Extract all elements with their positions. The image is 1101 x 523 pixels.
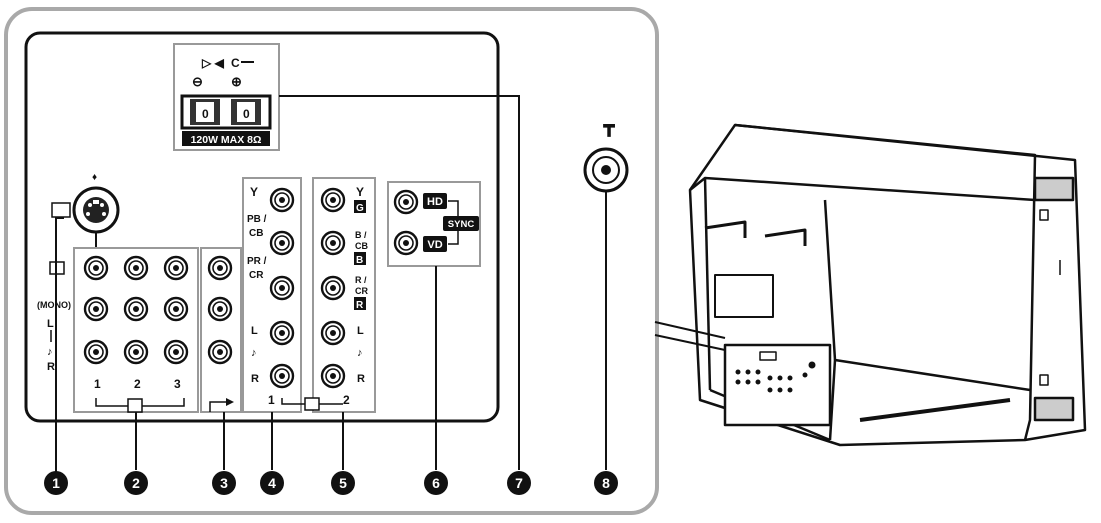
left-l-label: L — [47, 318, 54, 330]
vd-label: VD — [427, 239, 442, 251]
svg-text:2: 2 — [132, 475, 140, 491]
comp1-pr: PR / — [247, 256, 267, 267]
av-input-group: (MONO) L ♪ R 1 2 3 — [37, 247, 199, 413]
speaker-c-label: C — [231, 56, 240, 70]
svg-text:1: 1 — [52, 475, 60, 491]
outer-frame — [4, 7, 659, 515]
col-number-3: 3 — [174, 377, 181, 391]
callout-1: 1 — [44, 471, 68, 495]
speaker-minus-label: ⊖ — [192, 74, 203, 89]
hd-label: HD — [427, 196, 443, 208]
svg-text:♪: ♪ — [357, 347, 363, 359]
comp1-y: Y — [250, 185, 258, 199]
svg-text:5: 5 — [339, 475, 347, 491]
jack-panel — [24, 31, 500, 423]
callout-7: 7 — [507, 471, 531, 495]
sync-label: SYNC — [448, 219, 475, 230]
comp2-b-slash: B / — [355, 230, 367, 240]
comp2-y: Y — [356, 185, 364, 199]
col-number-1: 1 — [94, 377, 101, 391]
comp1-number: 1 — [268, 393, 275, 407]
svg-text:♪: ♪ — [47, 346, 53, 358]
callout-6: 6 — [424, 471, 448, 495]
left-r-label: R — [47, 361, 55, 373]
sync-input-group: HD VD SYNC — [387, 181, 481, 267]
speaker-plus-label: ⊕ — [231, 74, 242, 89]
s-video-jack: ♦ — [51, 172, 120, 248]
comp2-b: B — [356, 255, 363, 266]
tv-rear-illustration — [654, 123, 1087, 447]
comp2-g: G — [356, 203, 364, 214]
comp1-cr: CR — [249, 270, 264, 281]
svg-text:6: 6 — [432, 475, 440, 491]
comp2-r: R — [357, 373, 365, 385]
speaker-rating: 120W MAX 8Ω — [191, 134, 262, 146]
callout-5: 5 — [331, 471, 355, 495]
comp1-pb: PB / — [247, 214, 267, 225]
svg-text:▷ ◀: ▷ ◀ — [201, 56, 225, 70]
svg-text:♪: ♪ — [251, 347, 257, 359]
av-output-group — [200, 247, 242, 413]
callout-4: 4 — [260, 471, 284, 495]
leader-lines — [55, 95, 607, 478]
comp2-r-slash: R / — [355, 275, 367, 285]
comp2-r-box: R — [356, 300, 364, 311]
comp1-l: L — [251, 325, 258, 337]
callout-8: 8 — [594, 471, 618, 495]
mono-label: (MONO) — [37, 300, 71, 310]
svg-text:3: 3 — [220, 475, 228, 491]
svg-text:♦: ♦ — [92, 172, 97, 183]
callout-2: 2 — [124, 471, 148, 495]
col-number-2: 2 — [134, 377, 141, 391]
comp1-r: R — [251, 373, 259, 385]
speaker-terminal-b: 0 — [243, 107, 250, 121]
comp2-number: 2 — [343, 393, 350, 407]
speaker-terminal-box: ▷ ◀ C ⊖ ⊕ 0 0 120W MAX 8Ω — [173, 43, 280, 151]
svg-text:7: 7 — [515, 475, 523, 491]
callout-3: 3 — [212, 471, 236, 495]
svg-text:4: 4 — [268, 475, 276, 491]
comp2-cb: CB — [355, 241, 368, 251]
svg-text:8: 8 — [602, 475, 610, 491]
speaker-terminal-a: 0 — [202, 107, 209, 121]
antenna-symbol: ┳ — [603, 116, 616, 137]
comp2-l: L — [357, 325, 364, 337]
comp2-cr: CR — [355, 286, 368, 296]
comp1-cb: CB — [249, 228, 263, 239]
antenna-jack: ┳ — [583, 116, 629, 193]
